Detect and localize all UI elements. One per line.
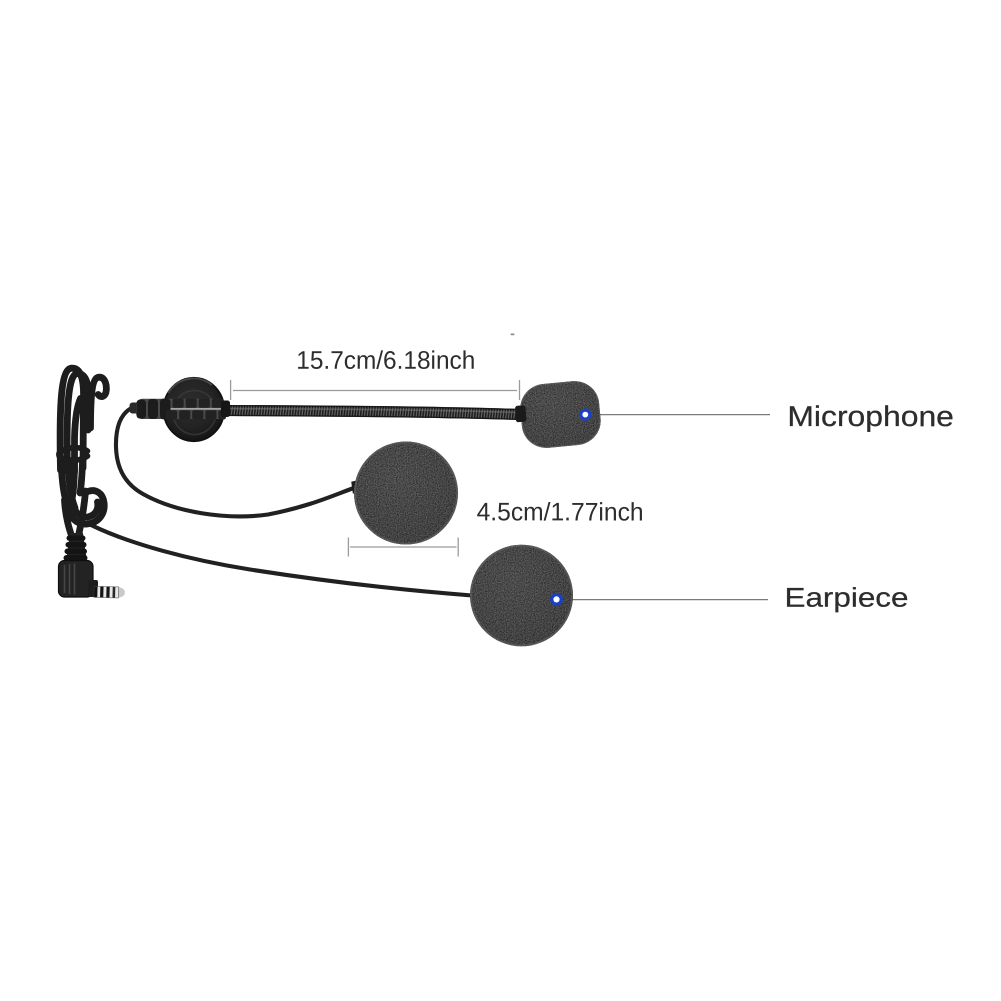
- svg-text:4.5cm/1.77inch: 4.5cm/1.77inch: [477, 498, 644, 526]
- svg-text:Microphone: Microphone: [787, 401, 954, 433]
- svg-text:Earpiece: Earpiece: [784, 583, 908, 613]
- svg-text:15.7cm/6.18inch: 15.7cm/6.18inch: [296, 347, 475, 375]
